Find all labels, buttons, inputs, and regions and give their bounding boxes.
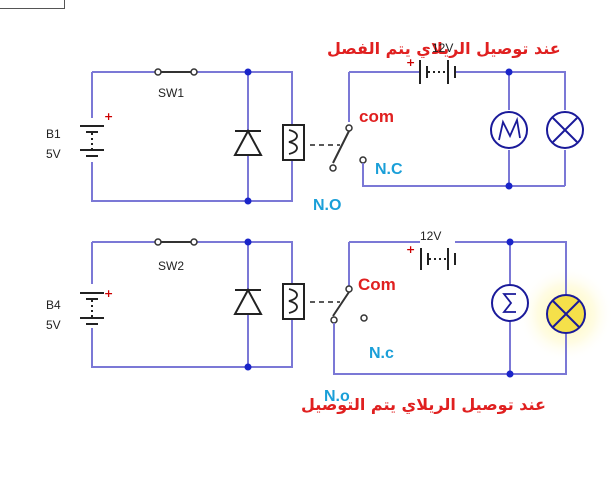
top-title: عند توصيل الريلاي يتم الفصل (327, 39, 561, 59)
svg-text:+: + (406, 243, 415, 256)
top-relay-contacts: com N.C N.O (313, 72, 565, 214)
top-battery-label: B1 (46, 127, 61, 141)
bottom-com-label: Com (358, 275, 396, 294)
top-diode (233, 128, 263, 156)
bottom-relay-coil (282, 283, 340, 320)
top-relay-coil (282, 124, 340, 161)
top-switch-label: SW1 (158, 86, 184, 100)
top-circuit: عند توصيل الريلاي يتم الفصل SW1 + B1 5V (46, 39, 584, 214)
top-no-label: N.O (313, 197, 341, 214)
bottom-battery-label: B4 (46, 298, 61, 312)
svg-text:+: + (104, 287, 113, 300)
bottom-title: عند توصيل الريلاي يتم التوصيل (301, 395, 546, 415)
bottom-relay-contacts: Com N.c N.o (324, 242, 567, 405)
svg-text:+: + (104, 110, 113, 123)
bottom-wire-loop (91, 241, 293, 368)
bottom-lamp (546, 294, 586, 334)
svg-text:+: + (406, 56, 415, 69)
bottom-no-label: N.o (324, 388, 350, 405)
top-supply-battery: + 12V (406, 41, 456, 84)
top-com-label: com (359, 107, 394, 126)
window-tab-fragment (0, 0, 65, 9)
bottom-switch: SW2 (154, 238, 198, 273)
top-supply-voltage: 12V (432, 41, 453, 55)
bottom-motor (491, 284, 529, 322)
bottom-circuit: SW2 + B4 5V (46, 229, 611, 415)
top-nc-label: N.C (375, 161, 403, 178)
top-battery: + B1 5V (46, 110, 113, 161)
top-motor (490, 111, 528, 149)
top-switch: SW1 (154, 68, 198, 100)
bottom-nc-label: N.c (369, 345, 394, 362)
bottom-supply-voltage: 12V (420, 229, 441, 243)
bottom-switch-label: SW2 (158, 259, 184, 273)
bottom-supply-battery: + 12V (406, 229, 456, 270)
bottom-battery-voltage: 5V (46, 318, 61, 332)
bottom-diode (233, 287, 263, 315)
top-lamp (546, 111, 584, 149)
top-wire-loop (91, 71, 293, 202)
bottom-battery: + B4 5V (46, 287, 113, 332)
top-battery-voltage: 5V (46, 147, 61, 161)
